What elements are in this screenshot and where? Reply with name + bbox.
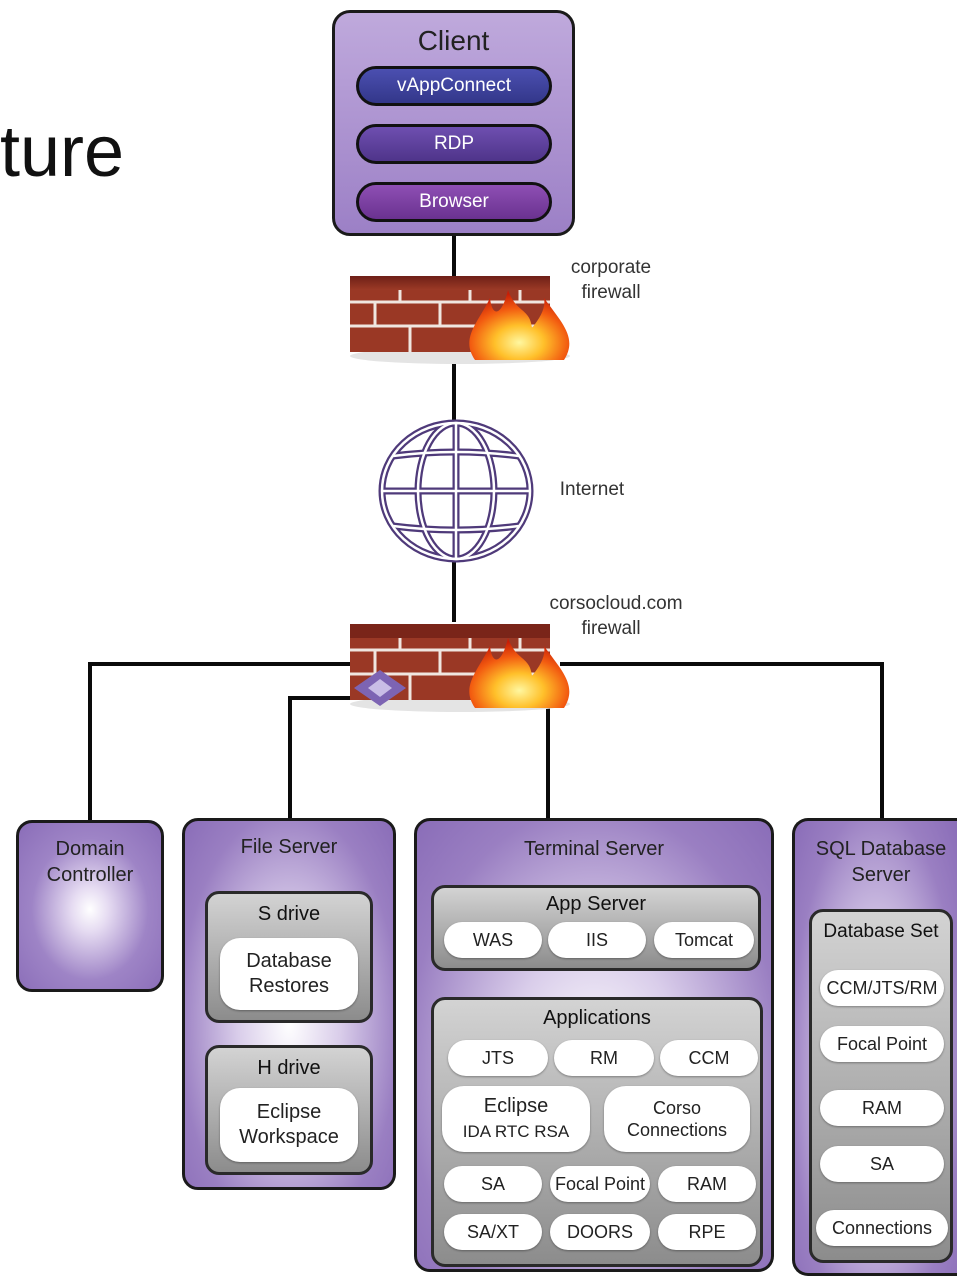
cloud-firewall-label-1: corsocloud.com bbox=[549, 593, 683, 614]
app-server-box: App Server WAS IIS Tomcat bbox=[431, 885, 761, 971]
domain-controller-title-2: Controller bbox=[46, 864, 134, 886]
database-item: CCM/JTS/RM bbox=[820, 970, 944, 1006]
corso-connections-item: Corso Connections bbox=[604, 1086, 750, 1152]
eclipse-workspace-item: Eclipse Workspace bbox=[220, 1088, 358, 1162]
connector-sql-server bbox=[880, 662, 884, 822]
h-drive-box: H drive Eclipse Workspace bbox=[205, 1045, 373, 1175]
database-set-box: Database Set CCM/JTS/RM Focal Point RAM … bbox=[809, 909, 953, 1263]
s-drive-title: S drive bbox=[257, 903, 321, 925]
rdp-button[interactable]: RDP bbox=[356, 124, 552, 164]
application-item: RAM bbox=[658, 1166, 756, 1202]
application-item: JTS bbox=[448, 1040, 548, 1076]
slide-title-fragment: ture bbox=[0, 112, 125, 192]
eclipse-line1: Eclipse bbox=[483, 1095, 549, 1117]
connector-left-bus bbox=[88, 662, 363, 666]
database-restores-item: Database Restores bbox=[220, 938, 358, 1010]
connector-firewall-internet bbox=[452, 352, 456, 422]
corporate-firewall-label-1: corporate bbox=[570, 257, 652, 278]
connector-client-firewall bbox=[452, 234, 456, 282]
eclipse-line2: IDA RTC RSA bbox=[462, 1122, 570, 1141]
connector-terminal-server bbox=[546, 698, 550, 822]
application-item: SA bbox=[444, 1166, 542, 1202]
browser-button[interactable]: Browser bbox=[356, 182, 552, 222]
database-item: Connections bbox=[816, 1210, 948, 1246]
database-item: Focal Point bbox=[820, 1026, 944, 1062]
corporate-firewall-label-2: firewall bbox=[581, 282, 641, 303]
application-item: DOORS bbox=[550, 1214, 650, 1250]
internet-label: Internet bbox=[559, 479, 625, 500]
app-server-title: App Server bbox=[545, 893, 647, 915]
vappconnect-button[interactable]: vAppConnect bbox=[356, 66, 552, 106]
database-item: RAM bbox=[820, 1090, 944, 1126]
terminal-server-panel: Terminal Server App Server WAS IIS Tomca… bbox=[414, 818, 774, 1272]
database-restores-line1: Database bbox=[246, 950, 332, 972]
database-set-title: Database Set bbox=[823, 921, 939, 942]
application-item: CCM bbox=[660, 1040, 758, 1076]
sql-server-title-2: Server bbox=[851, 864, 911, 886]
connector-internet-firewall bbox=[452, 560, 456, 622]
corso-line1: Corso bbox=[652, 1098, 701, 1118]
globe-icon bbox=[378, 419, 534, 563]
connector-right-bus bbox=[560, 662, 884, 666]
eclipse-workspace-line1: Eclipse bbox=[256, 1101, 322, 1123]
sql-server-panel: SQL Database Server Database Set CCM/JTS… bbox=[792, 818, 957, 1276]
connector-file-server bbox=[288, 696, 292, 822]
database-restores-line2: Restores bbox=[248, 975, 330, 997]
application-item: RPE bbox=[658, 1214, 756, 1250]
app-server-item: IIS bbox=[548, 922, 646, 958]
app-server-item: Tomcat bbox=[654, 922, 754, 958]
corso-line2: Connections bbox=[626, 1120, 728, 1140]
h-drive-title: H drive bbox=[257, 1057, 321, 1079]
cloud-firewall-icon bbox=[350, 624, 570, 712]
cloud-firewall-label-2: firewall bbox=[581, 618, 641, 639]
connector-domain-controller bbox=[88, 662, 92, 822]
connector-file-server-bus bbox=[288, 696, 363, 700]
client-title: Client bbox=[417, 25, 490, 56]
domain-controller-title-1: Domain bbox=[55, 838, 125, 860]
eclipse-workspace-line2: Workspace bbox=[239, 1126, 339, 1148]
app-server-item: WAS bbox=[444, 922, 542, 958]
file-server-panel: File Server S drive Database Restores H … bbox=[182, 818, 396, 1190]
application-item: SA/XT bbox=[444, 1214, 542, 1250]
applications-box: Applications JTS RM CCM Eclipse IDA RTC … bbox=[431, 997, 763, 1267]
corporate-firewall-icon bbox=[350, 276, 570, 364]
s-drive-box: S drive Database Restores bbox=[205, 891, 373, 1023]
database-item: SA bbox=[820, 1146, 944, 1182]
application-item: RM bbox=[554, 1040, 654, 1076]
application-item: Focal Point bbox=[550, 1166, 650, 1202]
terminal-server-title: Terminal Server bbox=[523, 838, 665, 860]
file-server-title: File Server bbox=[240, 836, 338, 858]
eclipse-item: Eclipse IDA RTC RSA bbox=[442, 1086, 590, 1152]
applications-title: Applications bbox=[543, 1007, 651, 1029]
domain-controller-panel: Domain Controller bbox=[16, 820, 164, 992]
sql-server-title-1: SQL Database bbox=[815, 838, 947, 860]
